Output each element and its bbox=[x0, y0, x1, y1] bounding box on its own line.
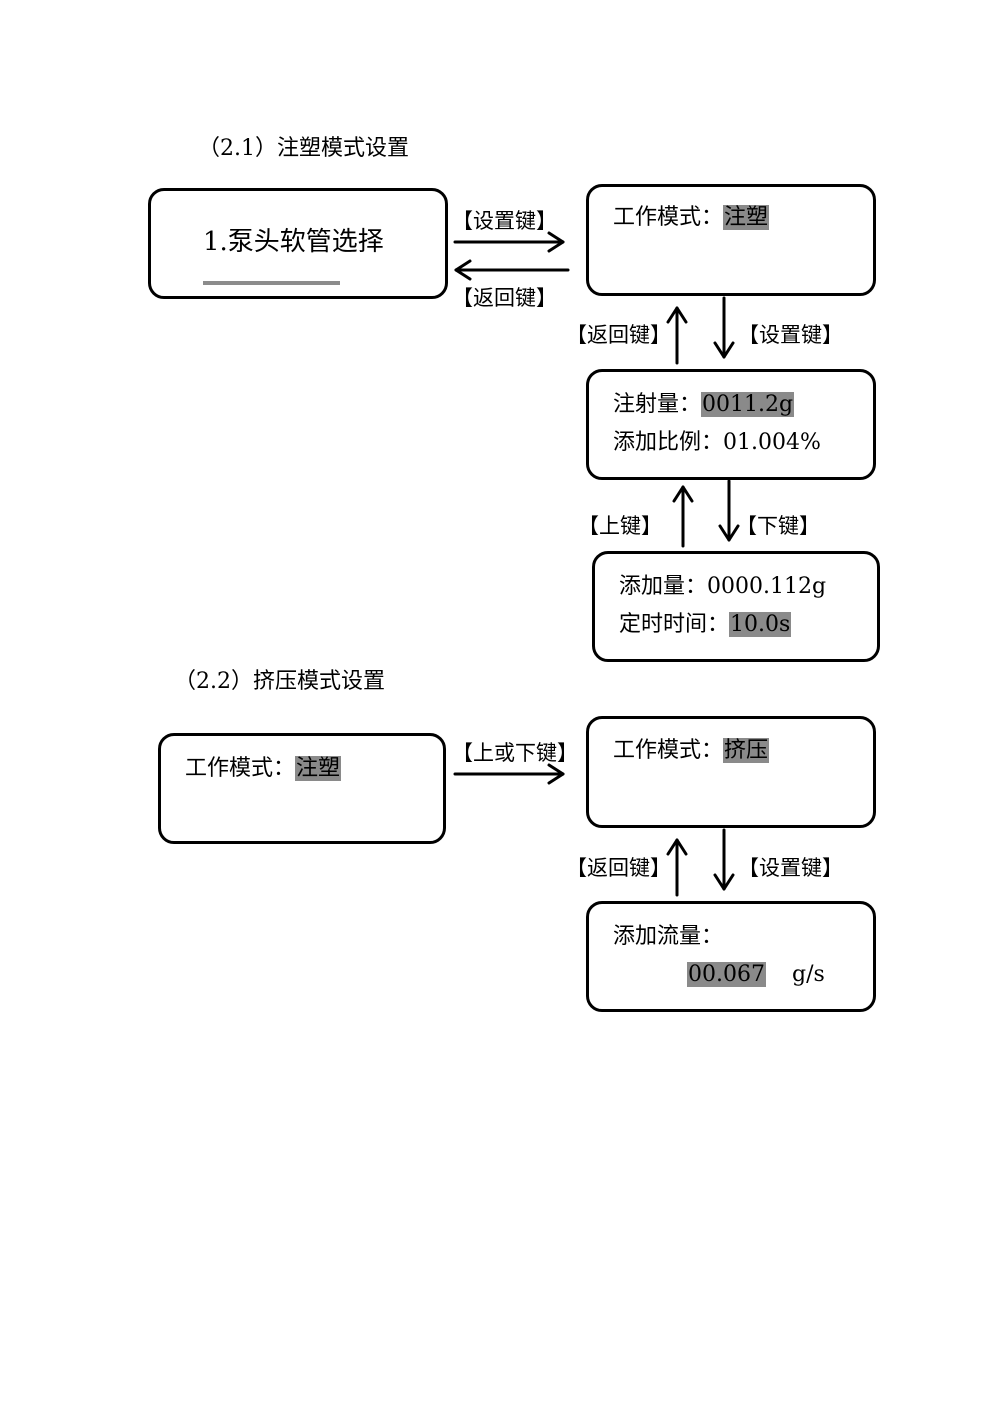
section-heading-2-1: （2.1）注塑模式设置 bbox=[198, 136, 409, 161]
injection-amount-line: 注射量：0011.2g bbox=[613, 390, 795, 420]
label-updown-key: 【上或下键】 bbox=[452, 741, 578, 765]
menu-item-text: 1.泵头软管选择 bbox=[203, 227, 384, 257]
arrow-down-set bbox=[713, 296, 735, 359]
label-set-key-down: 【设置键】 bbox=[738, 323, 843, 347]
label-return-key-up-2: 【返回键】 bbox=[566, 856, 671, 880]
label-return-key-up: 【返回键】 bbox=[566, 323, 671, 347]
add-amount-line: 添加量：0000.112g bbox=[619, 572, 826, 602]
section-heading-2-2: （2.2）挤压模式设置 bbox=[174, 669, 385, 694]
add-amount-timer-box: 添加量：0000.112g 定时时间：10.0s bbox=[592, 551, 880, 662]
injection-amount-value: 0011.2g bbox=[701, 392, 795, 417]
injection-amount-label: 注射量： bbox=[613, 392, 702, 417]
arrow-down-set-2 bbox=[713, 828, 735, 891]
add-amount-label: 添加量： bbox=[619, 574, 708, 599]
mode-value-highlight: 注塑 bbox=[723, 205, 770, 230]
flow-rate-label: 添加流量： bbox=[613, 924, 724, 949]
mode-line: 工作模式：注塑 bbox=[613, 203, 770, 233]
timer-value: 10.0s bbox=[729, 612, 792, 637]
label-up-key: 【上键】 bbox=[578, 514, 662, 538]
mode-box-injection: 工作模式：注塑 bbox=[586, 184, 876, 296]
mode-label-right: 工作模式： bbox=[613, 738, 724, 763]
add-ratio-line: 添加比例：01.004% bbox=[613, 428, 821, 458]
arrow-up-key bbox=[672, 485, 694, 548]
label-set-key-down-2: 【设置键】 bbox=[738, 856, 843, 880]
mode-label-left: 工作模式： bbox=[185, 756, 296, 781]
mode-box-current: 工作模式：注塑 bbox=[158, 733, 446, 844]
mode-label: 工作模式： bbox=[613, 205, 724, 230]
add-ratio-label: 添加比例： bbox=[613, 430, 724, 455]
injection-settings-box: 注射量：0011.2g 添加比例：01.004% bbox=[586, 369, 876, 480]
label-set-key-right: 【设置键】 bbox=[452, 209, 557, 233]
flow-rate-value: 00.067 bbox=[687, 962, 766, 987]
arrow-right-set bbox=[453, 231, 565, 253]
mode-value-left-highlight: 注塑 bbox=[295, 756, 342, 781]
mode-line-left: 工作模式：注塑 bbox=[185, 754, 342, 784]
arrow-right-updown bbox=[453, 763, 565, 785]
cursor-underline bbox=[203, 281, 340, 285]
label-down-key: 【下键】 bbox=[736, 514, 820, 538]
menu-box-pump-tube: 1.泵头软管选择 bbox=[148, 188, 448, 299]
add-amount-value: 0000.112g bbox=[707, 574, 827, 599]
flow-rate-unit: g/s bbox=[791, 962, 825, 987]
flow-rate-box: 添加流量： 00.067 g/s bbox=[586, 901, 876, 1012]
mode-box-extrusion: 工作模式：挤压 bbox=[586, 716, 876, 828]
mode-line-right: 工作模式：挤压 bbox=[613, 736, 770, 766]
timer-label: 定时时间： bbox=[619, 612, 730, 637]
arrow-left-return bbox=[454, 259, 570, 281]
mode-value-right-highlight: 挤压 bbox=[723, 738, 770, 763]
label-return-key-left: 【返回键】 bbox=[452, 286, 557, 310]
add-ratio-value: 01.004% bbox=[723, 430, 821, 455]
flow-rate-line: 00.067 g/s bbox=[687, 960, 825, 990]
timer-line: 定时时间：10.0s bbox=[619, 610, 792, 640]
